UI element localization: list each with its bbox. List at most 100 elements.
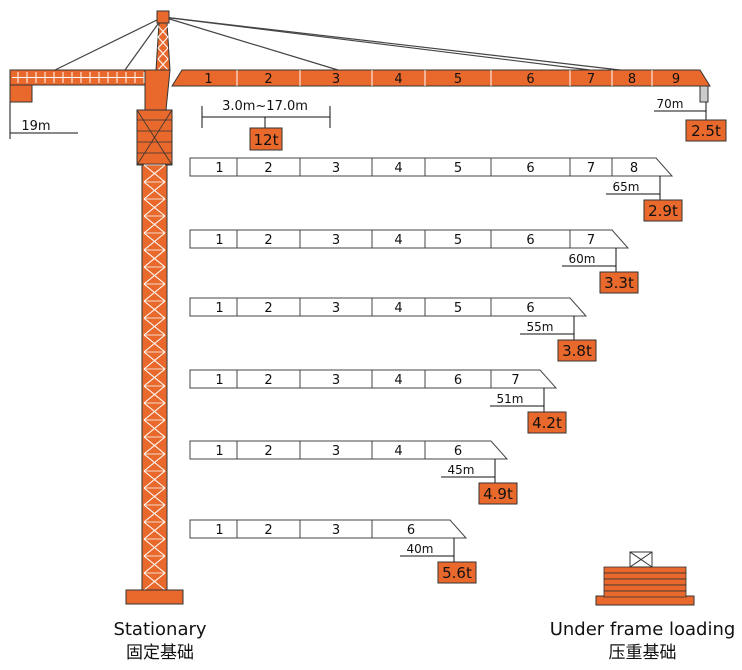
stationary-foundation-caption: Stationary 固定基础 bbox=[100, 619, 220, 665]
tower-head bbox=[155, 22, 171, 71]
main-jib-section-label: 7 bbox=[587, 72, 595, 87]
jib-config-radius-label: 45m bbox=[448, 463, 475, 477]
mast-bracing bbox=[143, 249, 166, 268]
jib-config-section-label: 6 bbox=[454, 373, 462, 388]
jib-config-section-label: 1 bbox=[215, 523, 223, 538]
tower-head-bracing bbox=[157, 36, 169, 49]
mast-bracing bbox=[143, 538, 166, 557]
jib-config-section-label: 6 bbox=[407, 523, 415, 538]
mast-bracing bbox=[143, 300, 166, 319]
main-jib-section-label: 4 bbox=[394, 72, 402, 87]
jib-config-section-label: 1 bbox=[215, 233, 223, 248]
jib-config-outline bbox=[189, 519, 468, 539]
tower-head-bracing bbox=[157, 25, 169, 38]
jib-config-section-label: 2 bbox=[264, 373, 272, 388]
jib-config-section-label: 3 bbox=[332, 233, 340, 248]
jib-config-section-label: 1 bbox=[215, 161, 223, 176]
under-frame-label-en: Under frame loading bbox=[549, 619, 736, 640]
jib-config-load-box bbox=[527, 411, 567, 434]
mast-bracing bbox=[143, 266, 166, 285]
main-jib bbox=[171, 69, 711, 87]
jib-config-radius-label: 51m bbox=[497, 392, 524, 406]
jib-config-section-label: 3 bbox=[332, 523, 340, 538]
mast-bracing bbox=[143, 470, 166, 489]
main-jib-section-label: 8 bbox=[628, 72, 636, 87]
mast-bracing bbox=[143, 334, 166, 353]
jib-config-outline bbox=[189, 157, 674, 177]
jib-config-section-label: 3 bbox=[332, 373, 340, 388]
counterweight bbox=[9, 84, 33, 103]
mast-bracing bbox=[143, 555, 166, 574]
jib-config-section-label: 6 bbox=[526, 161, 534, 176]
jib-config-radius-label: 55m bbox=[527, 320, 554, 334]
trolley-hook bbox=[699, 85, 709, 103]
jib-config-section-label: 4 bbox=[394, 444, 402, 459]
jib-config-section-label: 3 bbox=[332, 301, 340, 316]
main-jib-section-label: 2 bbox=[264, 72, 272, 87]
mast-bracing bbox=[143, 317, 166, 336]
jib-config-radius-label: 40m bbox=[407, 542, 434, 556]
jib-config-section-label: 4 bbox=[394, 301, 402, 316]
jib-config-outline bbox=[189, 297, 588, 317]
jib-config-load-box bbox=[437, 561, 477, 584]
jib-config-load-label: 2.9t bbox=[648, 202, 678, 220]
jib-config-section-label: 6 bbox=[454, 444, 462, 459]
jib-config-section-label: 4 bbox=[394, 373, 402, 388]
mast-bracing bbox=[143, 198, 166, 217]
tower-top-cap bbox=[156, 10, 170, 24]
tip-radius-label: 70m bbox=[657, 97, 684, 111]
jib-config-section-label: 3 bbox=[332, 444, 340, 459]
climbing-frame-brace bbox=[136, 109, 173, 166]
jib-config-section-label: 6 bbox=[526, 301, 534, 316]
jib-config-section-label: 1 bbox=[215, 301, 223, 316]
mast-bracing bbox=[143, 164, 166, 183]
jib-config-section-label: 7 bbox=[587, 233, 595, 248]
main-jib-section-label: 3 bbox=[332, 72, 340, 87]
mast-bracing bbox=[143, 453, 166, 472]
mast-bracing bbox=[143, 436, 166, 455]
ballast-block bbox=[603, 584, 687, 592]
jib-config-outline bbox=[189, 369, 558, 389]
mast-bracing bbox=[143, 402, 166, 421]
mast-bracing bbox=[143, 232, 166, 251]
jib-config-section-label: 2 bbox=[264, 161, 272, 176]
stationary-base bbox=[125, 589, 184, 605]
jib-config-section-label: 1 bbox=[215, 373, 223, 388]
jib-config-section-label: 1 bbox=[215, 444, 223, 459]
main-jib-section-label: 5 bbox=[454, 72, 462, 87]
tower-head-bracing bbox=[157, 58, 169, 71]
jib-config-load-label: 4.9t bbox=[483, 485, 513, 503]
main-jib-section-label: 1 bbox=[204, 72, 212, 87]
jib-config-load-box bbox=[599, 271, 639, 294]
jib-config-load-label: 3.3t bbox=[604, 274, 634, 292]
jib-config-section-label: 4 bbox=[394, 233, 402, 248]
tower-head-bracing bbox=[157, 47, 169, 60]
tip-load-label: 2.5t bbox=[691, 122, 721, 140]
main-jib-section-label: 9 bbox=[672, 72, 680, 87]
under-frame-foundation-caption: Under frame loading 压重基础 bbox=[545, 619, 740, 665]
max-load-box bbox=[249, 127, 283, 151]
jib-config-section-label: 4 bbox=[394, 161, 402, 176]
mast-bracing bbox=[143, 368, 166, 387]
jib-config-section-label: 7 bbox=[511, 373, 519, 388]
jib-config-section-label: 6 bbox=[526, 233, 534, 248]
pendant-line bbox=[162, 16, 339, 71]
main-jib-section-label: 6 bbox=[526, 72, 534, 87]
mast-stub-brace bbox=[629, 551, 653, 568]
jib-config-section-label: 5 bbox=[454, 161, 462, 176]
pendant-line bbox=[54, 16, 164, 71]
mast-bracing bbox=[143, 521, 166, 540]
jib-config-outline bbox=[189, 440, 509, 460]
stationary-label-zh: 固定基础 bbox=[126, 643, 194, 663]
jib-config-load-label: 3.8t bbox=[562, 342, 592, 360]
jib-config-radius-label: 65m bbox=[613, 180, 640, 194]
jib-config-section-label: 2 bbox=[264, 523, 272, 538]
